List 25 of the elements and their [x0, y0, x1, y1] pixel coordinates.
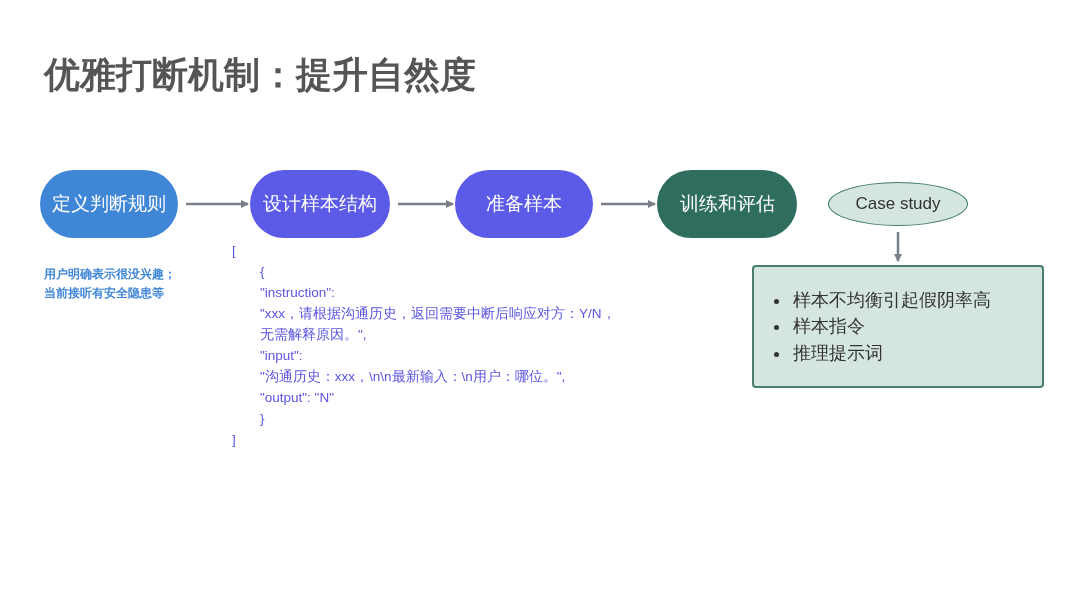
- code-brace: {: [260, 263, 265, 281]
- arrow: [894, 232, 902, 262]
- bullet-item: 样本不均衡引起假阴率高: [774, 288, 1042, 312]
- arrow: [186, 200, 249, 208]
- code-brace: }: [260, 410, 265, 428]
- arrow: [398, 200, 454, 208]
- code-bracket: ]: [232, 431, 236, 449]
- process-pill: 设计样本结构: [250, 170, 390, 238]
- bullet-item: 推理提示词: [774, 341, 1042, 365]
- result-box: [752, 265, 1044, 388]
- code-line: "input":: [260, 347, 303, 365]
- code-bracket: [: [232, 242, 236, 260]
- process-pill: 训练和评估: [657, 170, 797, 238]
- bullet-item: 样本指令: [774, 315, 1042, 338]
- code-line: "output": "N": [260, 389, 334, 407]
- note-text: 用户明确表示很没兴趣；: [44, 266, 176, 283]
- process-pill: 定义判断规则: [40, 170, 178, 238]
- arrow: [601, 200, 656, 208]
- note-text: 当前接听有安全隐患等: [44, 285, 164, 302]
- process-pill: 准备样本: [455, 170, 593, 238]
- case-ellipse: Case study: [828, 182, 968, 226]
- slide-title: 优雅打断机制：提升自然度: [44, 53, 476, 97]
- code-line: "instruction":: [260, 284, 335, 302]
- code-line: "xxx，请根据沟通历史，返回需要中断后响应对方：Y/N，无需解释原因。",: [260, 305, 617, 344]
- code-line: "沟通历史：xxx，\n\n最新输入：\n用户：哪位。",: [260, 368, 566, 386]
